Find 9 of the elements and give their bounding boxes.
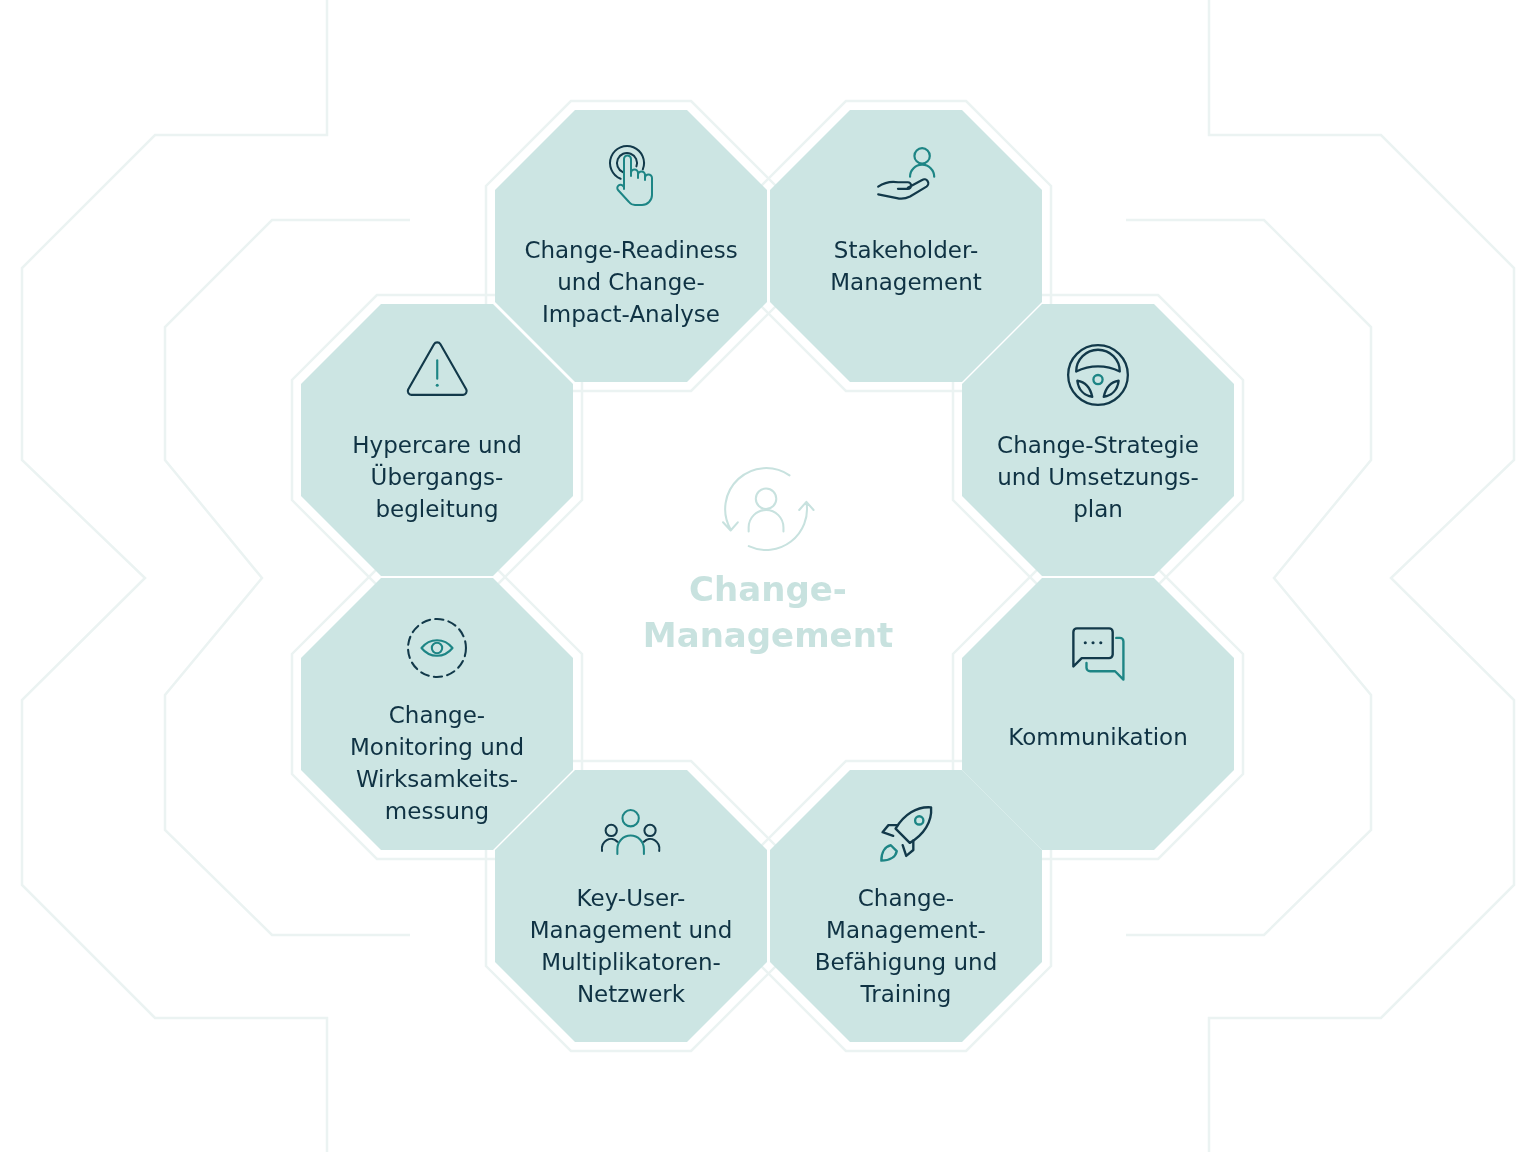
octagon-tile — [495, 110, 767, 382]
tile-label: Kommunikation — [1008, 723, 1188, 752]
tile-label: Change-Monitoring und Wirksamkeits-messung — [348, 701, 526, 826]
tile-label: Change-Readiness und Change-Impact-Analyse — [523, 236, 739, 329]
tile-label: Hypercare und Übergangs-begleitung — [351, 431, 523, 524]
tile-label: Key-User-Management und Multiplikatoren-Netzwerk — [528, 884, 734, 1009]
tile-label: Change-Management-Befähigung und Training — [813, 884, 999, 1009]
tile-label: Change-Strategie und Umsetzungs-plan — [996, 431, 1200, 524]
tile-label: Stakeholder-Management — [829, 236, 983, 297]
